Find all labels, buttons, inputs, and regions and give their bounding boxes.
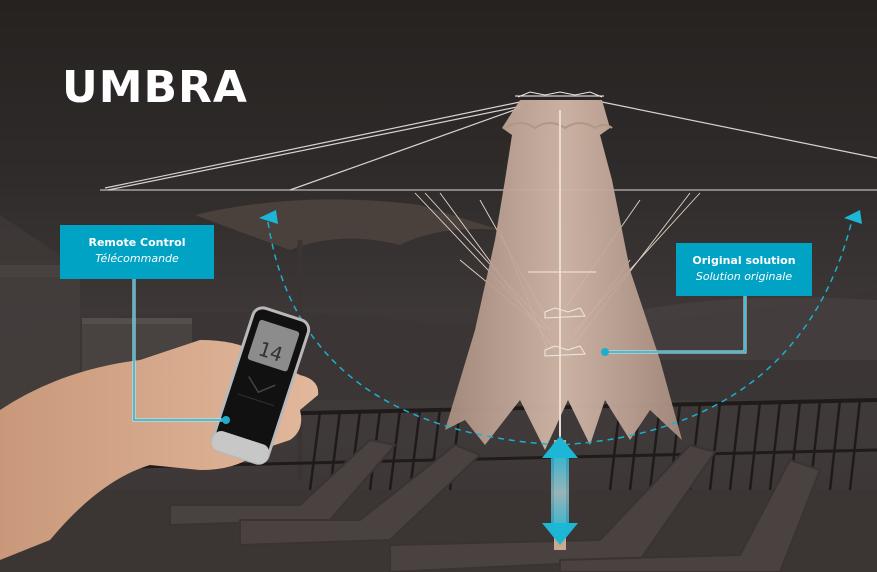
original-callout-label-en: Original solution	[692, 254, 796, 267]
double-vertical-arrow-icon	[542, 436, 578, 545]
remote-control-callout: Remote Control Télécommande	[60, 225, 214, 279]
callout-connector-remote	[132, 278, 230, 424]
hand-holding-remote: 14	[0, 306, 319, 560]
remote-callout-label-fr: Télécommande	[95, 252, 179, 265]
sun-loungers	[169, 438, 822, 572]
dashed-arc-arrow-path	[267, 219, 853, 446]
arc-arrow-head-right	[844, 210, 862, 224]
remote-callout-label-en: Remote Control	[88, 236, 186, 249]
original-callout-label-fr: Solution originale	[695, 270, 793, 283]
arc-arrow-head-left	[259, 210, 278, 224]
brand-title: UMBRA	[62, 62, 248, 113]
callout-connector-original	[601, 296, 747, 356]
original-solution-callout: Original solution Solution originale	[676, 243, 812, 296]
